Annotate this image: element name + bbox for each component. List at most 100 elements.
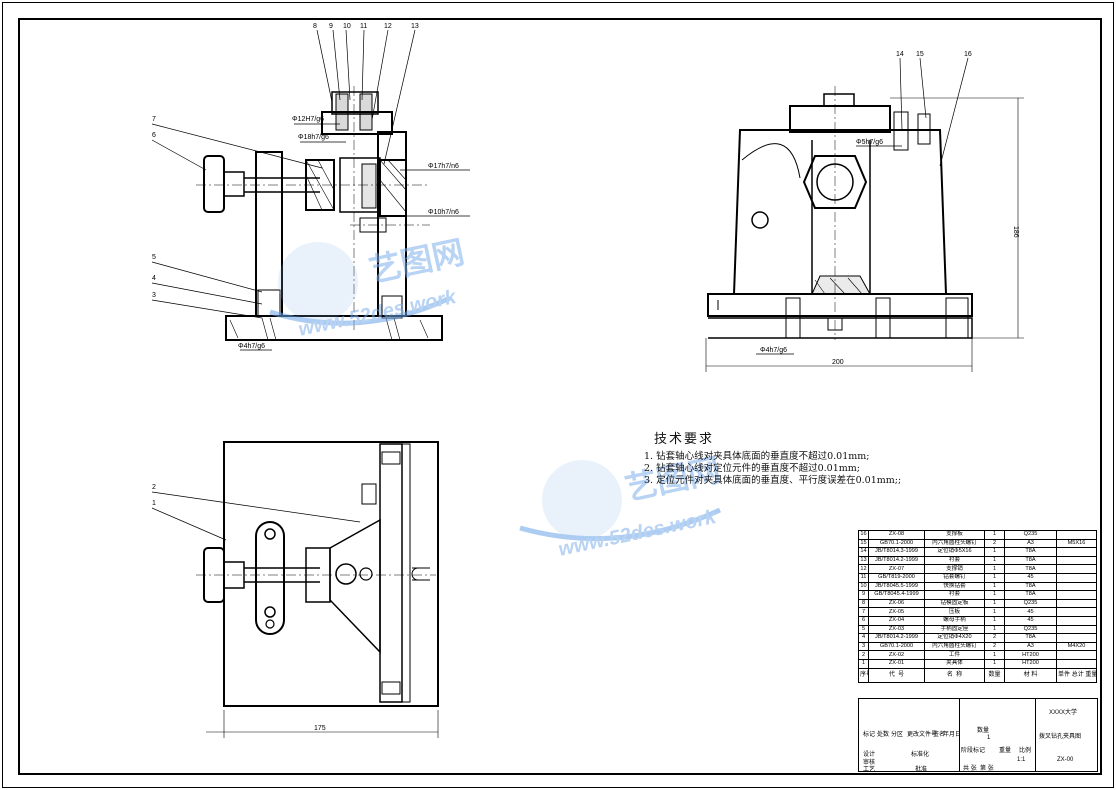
balloon-12: 12 — [384, 23, 392, 30]
bom-cell — [1056, 555, 1097, 566]
tb-total: 共 张 第 张 — [963, 766, 994, 772]
bom-cell: 8 — [858, 598, 869, 609]
watermark-cn-1: 艺图网 — [366, 234, 467, 289]
bom-cell: 1 — [984, 564, 1005, 574]
bom-cell: T8A — [1004, 555, 1057, 566]
tb-design: 设计 — [863, 752, 876, 758]
balloon-3: 3 — [152, 292, 156, 299]
bom-cell: 13 — [858, 555, 869, 566]
fit-10: Φ10h7/n6 — [428, 209, 459, 216]
bom-cell: 2 — [858, 650, 869, 660]
bom-cell: GB70.1-2000 — [868, 641, 925, 652]
bom-cell: 1 — [858, 658, 869, 669]
bom-cell: 内六角圆柱头螺钉 — [924, 641, 985, 652]
bom-cell: 16 — [858, 530, 869, 540]
tb-change-doc: 更改文件号 — [907, 732, 938, 738]
tb-sign: 签名 — [933, 732, 946, 738]
balloon-2: 2 — [152, 484, 156, 491]
bom-cell: 1 — [984, 572, 1005, 583]
header-qty: 数量 — [984, 667, 1005, 683]
bom-cell: ZX-06 — [868, 598, 925, 609]
notes-title: 技术要求 — [654, 432, 715, 447]
bom-cell: HT200 — [1004, 650, 1057, 660]
bom-cell: Q235 — [1004, 624, 1057, 635]
fit-5: Φ5h7/g6 — [856, 139, 883, 146]
bom-cell: GB/T819-2000 — [868, 572, 925, 583]
revision-area — [859, 699, 960, 771]
tb-drawing-name: 拨叉钻孔夹具图 — [1039, 734, 1082, 740]
bom-cell: 2 — [984, 538, 1005, 549]
bom-cell: 衬套 — [924, 590, 985, 600]
title-block: 标记 处数 分区 更改文件号 签名 年月日 设计 标准化 审核 工艺 批准 阶段… — [858, 698, 1098, 773]
tb-mark: 标记 — [863, 732, 876, 738]
balloon-14: 14 — [896, 51, 904, 58]
tb-standard: 标准化 — [911, 752, 930, 758]
balloon-15: 15 — [916, 51, 924, 58]
bom-cell: 1 — [984, 607, 1005, 617]
title-cell-right — [1035, 699, 1098, 771]
notes-line-1: 1. 钻套轴心线对夹具体底面的垂直度不超过0.01mm; — [644, 451, 870, 462]
fit-4-front: Φ4h7/g6 — [238, 343, 265, 350]
tb-weight-label: 重量 — [999, 748, 1012, 754]
front-view — [196, 86, 443, 341]
watermark-1: 艺图网 www.52des.work — [269, 234, 467, 341]
bom-cell — [1056, 624, 1097, 635]
bom-cell: 压板 — [924, 607, 985, 617]
balloon-10: 10 — [343, 23, 351, 30]
balloon-labels: 8 9 10 11 12 13 7 6 5 4 3 14 15 16 2 1 — [152, 23, 972, 507]
bom-cell — [1056, 658, 1097, 669]
header-material: 材 料 — [1004, 667, 1057, 683]
bom-cell: 1 — [984, 658, 1005, 669]
tb-scale-label: 比例 — [1019, 748, 1032, 754]
bom-cell: JB/T8045.5-1999 — [868, 581, 925, 592]
tb-approve: 批准 — [915, 767, 928, 773]
bom-cell: GB/T8045.4-1999 — [868, 590, 925, 600]
bom-cell: Q235 — [1004, 598, 1057, 609]
bom-cell: 工件 — [924, 650, 985, 660]
dim-175: 175 — [314, 725, 326, 732]
bom-cell: 9 — [858, 590, 869, 600]
bom-cell: 定位销Φ4X20 — [924, 633, 985, 643]
tb-zone: 分区 — [891, 732, 904, 738]
tb-qty-label: 数量 — [977, 728, 990, 734]
bom-cell: HT200 — [1004, 658, 1057, 669]
bom-cell: A3 — [1004, 641, 1057, 652]
bom-cell: 5 — [858, 624, 869, 635]
bom-cell — [1056, 607, 1097, 617]
dimension-labels: Φ12H7/g6 Φ18h7/g6 Φ17h7/n6 Φ10h7/n6 Φ4h7… — [238, 116, 1019, 732]
bom-cell: JB/T8014.2-1999 — [868, 555, 925, 566]
bom-cell: 1 — [984, 624, 1005, 635]
tb-process: 工艺 — [863, 767, 876, 773]
bom-cell: ZX-01 — [868, 658, 925, 669]
balloon-6: 6 — [152, 132, 156, 139]
bom-cell: 1 — [984, 590, 1005, 600]
bom-cell: T8A — [1004, 581, 1057, 592]
tb-count: 处数 — [877, 732, 890, 738]
bom-cell — [1056, 564, 1097, 574]
bom-cell — [1056, 615, 1097, 626]
bom-cell — [1056, 581, 1097, 592]
bom-cell: Q235 — [1004, 530, 1057, 540]
bom-cell: 12 — [858, 564, 869, 574]
balloon-13: 13 — [411, 23, 419, 30]
bom-cell: ZX-05 — [868, 607, 925, 617]
bom-cell: 2 — [984, 633, 1005, 643]
tb-school: XXXX大学 — [1049, 710, 1078, 716]
tb-stage: 阶段标记 — [961, 748, 986, 754]
tb-review: 审核 — [863, 760, 876, 766]
bom-cell — [1056, 633, 1097, 643]
